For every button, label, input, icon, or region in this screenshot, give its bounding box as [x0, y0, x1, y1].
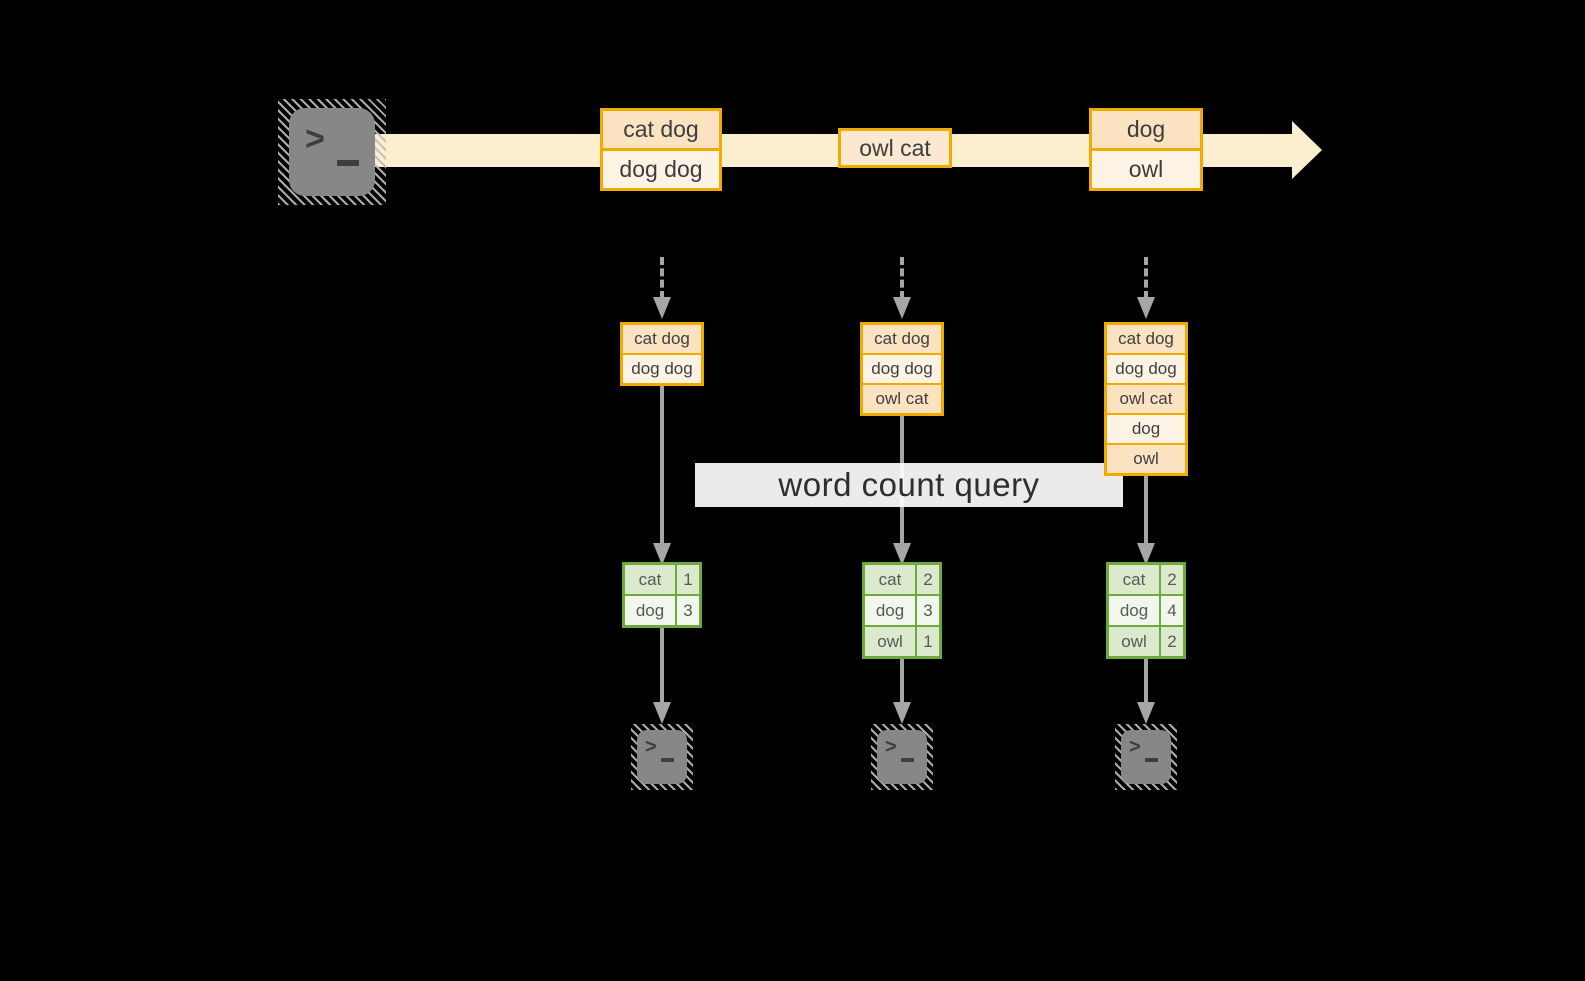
word-cell: dog — [875, 601, 905, 620]
arrowhead-icon — [1137, 297, 1155, 319]
arrowhead-icon — [893, 543, 911, 565]
buffer-row: owl — [1107, 443, 1185, 473]
word-cell: cat — [1122, 570, 1146, 589]
count-table-2: cat 2 dog 3 owl 1 — [862, 562, 942, 659]
count-row: dog 4 — [1109, 594, 1183, 625]
count-row: cat 2 — [865, 565, 939, 594]
count-row: cat 1 — [625, 565, 699, 594]
event-text: dog dog — [603, 148, 719, 188]
event-box-3: dog owl — [1089, 108, 1203, 191]
count-cell: 2 — [1159, 627, 1183, 656]
event-text: owl cat — [841, 131, 949, 165]
source-terminal-icon: > — [278, 99, 386, 205]
terminal-prompt-icon: > — [305, 120, 325, 158]
buffer-row: dog dog — [623, 353, 701, 383]
connector-line — [900, 659, 904, 702]
event-text: cat dog — [603, 111, 719, 148]
batch-buffer-3: cat dog dog dog owl cat dog owl — [1104, 322, 1188, 476]
terminal-cursor-icon — [1145, 758, 1158, 762]
buffer-row: owl cat — [1107, 383, 1185, 413]
terminal-cursor-icon — [337, 160, 359, 166]
connector-line — [660, 628, 664, 702]
count-cell: 3 — [915, 596, 939, 625]
count-row: dog 3 — [865, 594, 939, 625]
arrowhead-icon — [1137, 543, 1155, 565]
arrowhead-icon — [653, 543, 671, 565]
count-row: dog 3 — [625, 594, 699, 625]
buffer-row: dog dog — [863, 353, 941, 383]
sink-terminal-icon-3: > — [1115, 724, 1177, 790]
count-cell: 3 — [675, 596, 699, 625]
arrowhead-icon — [1137, 702, 1155, 724]
word-cell: cat — [638, 570, 662, 589]
count-cell: 2 — [915, 565, 939, 594]
event-text: dog — [1092, 111, 1200, 148]
connector-line — [1144, 476, 1148, 543]
terminal-cursor-icon — [901, 758, 914, 762]
buffer-row: dog dog — [1107, 353, 1185, 383]
buffer-row: owl cat — [863, 383, 941, 413]
count-cell: 4 — [1159, 596, 1183, 625]
event-text: owl — [1092, 148, 1200, 188]
query-label-band: word count query — [695, 463, 1123, 507]
word-cell: cat — [878, 570, 902, 589]
terminal-prompt-icon: > — [645, 736, 657, 758]
connector-line — [660, 386, 664, 543]
event-box-1: cat dog dog dog — [600, 108, 722, 191]
terminal-screen: > — [877, 730, 927, 784]
terminal-screen: > — [289, 108, 375, 196]
buffer-row: cat dog — [623, 325, 701, 353]
count-row: owl 2 — [1109, 625, 1183, 656]
ingest-dashed-arrow — [660, 257, 664, 299]
word-cell: owl — [1121, 632, 1147, 651]
arrowhead-icon — [893, 297, 911, 319]
connector-line — [1144, 659, 1148, 702]
buffer-row: dog — [1107, 413, 1185, 443]
terminal-prompt-icon: > — [1129, 736, 1141, 758]
arrowhead-icon — [893, 702, 911, 724]
ingest-dashed-arrow — [900, 257, 904, 299]
buffer-row: cat dog — [1107, 325, 1185, 353]
stream-arrow-head-icon — [1292, 121, 1322, 179]
count-cell: 1 — [915, 627, 939, 656]
count-table-1: cat 1 dog 3 — [622, 562, 702, 628]
count-row: owl 1 — [865, 625, 939, 656]
word-cell: owl — [877, 632, 903, 651]
count-cell: 2 — [1159, 565, 1183, 594]
count-table-3: cat 2 dog 4 owl 2 — [1106, 562, 1186, 659]
ingest-dashed-arrow — [1144, 257, 1148, 299]
sink-terminal-icon-1: > — [631, 724, 693, 790]
word-cell: dog — [635, 601, 665, 620]
sink-terminal-icon-2: > — [871, 724, 933, 790]
terminal-screen: > — [1121, 730, 1171, 784]
terminal-screen: > — [637, 730, 687, 784]
arrowhead-icon — [653, 297, 671, 319]
count-row: cat 2 — [1109, 565, 1183, 594]
batch-buffer-2: cat dog dog dog owl cat — [860, 322, 944, 416]
word-cell: dog — [1119, 601, 1149, 620]
batch-buffer-1: cat dog dog dog — [620, 322, 704, 386]
buffer-row: cat dog — [863, 325, 941, 353]
arrowhead-icon — [653, 702, 671, 724]
event-box-2: owl cat — [838, 128, 952, 168]
terminal-prompt-icon: > — [885, 736, 897, 758]
terminal-cursor-icon — [661, 758, 674, 762]
count-cell: 1 — [675, 565, 699, 594]
